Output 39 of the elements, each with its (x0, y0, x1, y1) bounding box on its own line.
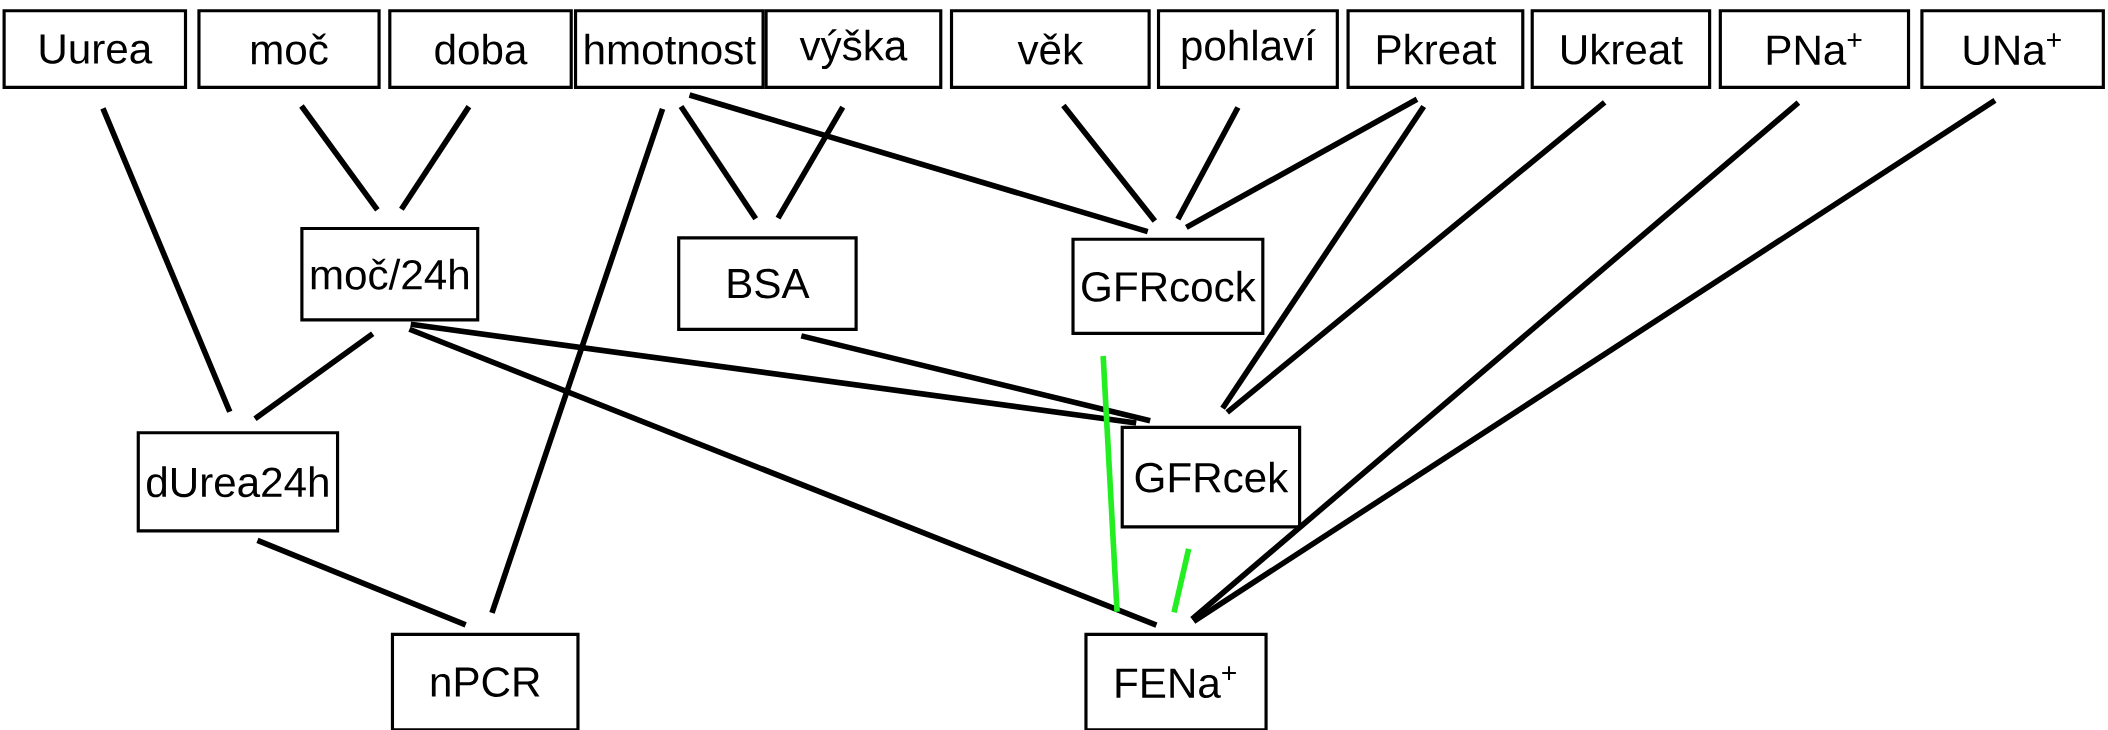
node-box: GFRcek (1120, 425, 1302, 529)
connector-line (678, 104, 759, 221)
node-box: Pkreat (1346, 9, 1525, 89)
connector-line (1171, 548, 1192, 613)
connector-line (1184, 96, 1419, 230)
connector-line (1190, 100, 1801, 622)
connector-line (1220, 104, 1427, 410)
node-box: věk (949, 9, 1151, 89)
node-box: moč/24h (300, 226, 480, 322)
connector-line (775, 105, 846, 220)
connector-line (1061, 103, 1158, 223)
connector-line (408, 326, 1158, 628)
node-box: moč (197, 9, 381, 89)
node-box: FENa$^{+}$ (1084, 632, 1268, 730)
connector-line (688, 92, 1149, 235)
node-box: GFRcock (1071, 237, 1265, 335)
node-box: doba (388, 9, 573, 89)
node-box: hmotnost (573, 9, 765, 89)
node-box: výška (764, 9, 943, 89)
node-box: dUrea24h (136, 431, 340, 533)
node-box: Ukreat (1530, 9, 1712, 89)
node-box: nPCR (390, 632, 580, 730)
connector-line (299, 104, 380, 212)
connector-line (256, 537, 467, 628)
connector-line (1225, 100, 1607, 415)
connector-line (1175, 106, 1241, 221)
node-box: BSA (677, 236, 858, 331)
node-box: PNa$^{+}$ (1718, 9, 1911, 89)
connector-line (253, 331, 375, 422)
connector-line (399, 105, 472, 211)
connector-line (1100, 355, 1120, 612)
connector-line (800, 333, 1151, 424)
connector-line (1192, 98, 1997, 624)
node-box: pohlaví (1156, 9, 1339, 89)
connector-line (489, 108, 666, 614)
node-box: Uurea (2, 9, 188, 89)
connector-line (100, 107, 233, 413)
connector-line (410, 321, 1137, 426)
node-box: UNa$^{+}$ (1920, 9, 2105, 89)
